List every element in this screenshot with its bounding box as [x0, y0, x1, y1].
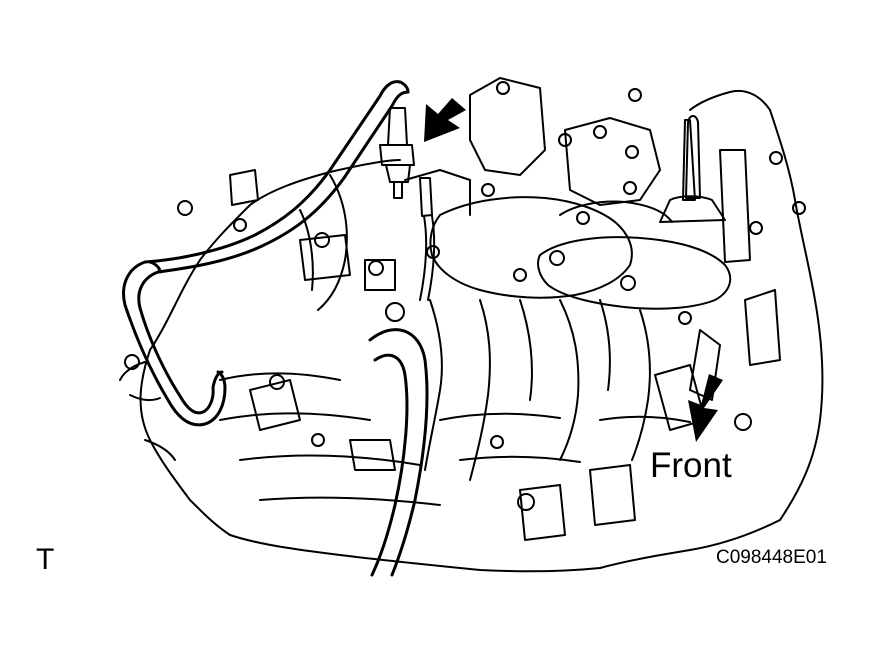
- figure-code-label: C098448E01: [716, 547, 827, 568]
- lower-hose: [368, 328, 429, 577]
- dipstick-tube: [419, 177, 436, 301]
- stud-bolt: [685, 115, 701, 199]
- valve-cover: [299, 77, 732, 311]
- breather-hose: [122, 80, 410, 427]
- arrow-down-left-icon: [424, 98, 466, 142]
- hose-clip: [379, 107, 415, 199]
- casting-details: [219, 119, 781, 541]
- arrow-down-left-icon: [688, 374, 723, 442]
- front-direction-label: Front: [650, 446, 732, 485]
- transaxle-housing: [119, 90, 824, 573]
- bolt-heads: [124, 81, 806, 511]
- view-code-label: T: [36, 543, 55, 576]
